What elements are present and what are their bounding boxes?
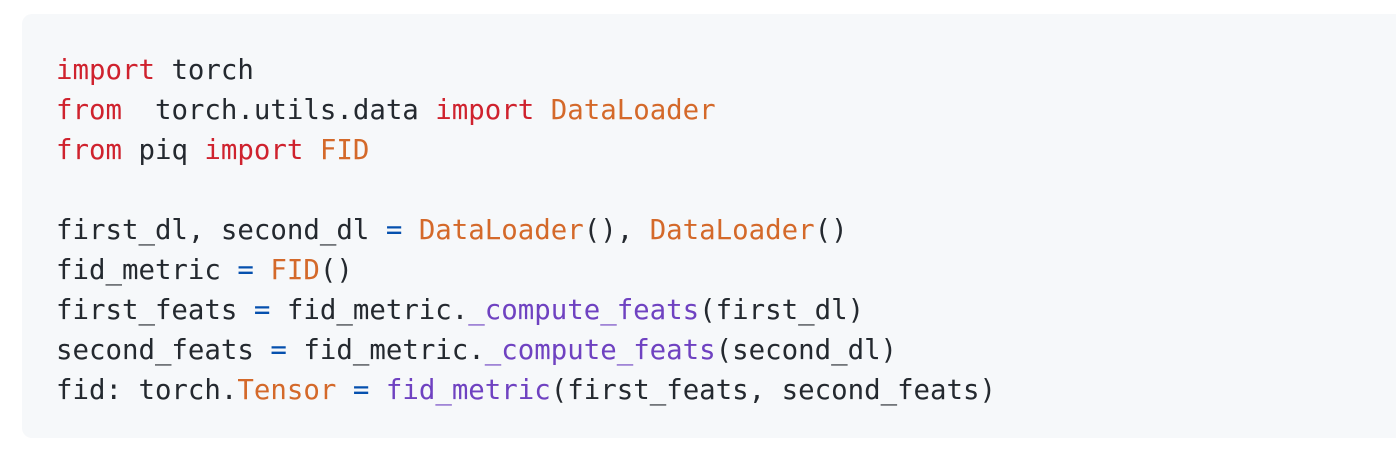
text-token: (),: [583, 215, 650, 246]
text-token: [402, 215, 419, 246]
class-token: Tensor: [237, 375, 337, 406]
function-token: fid_metric: [385, 375, 551, 406]
operator-token: =: [385, 215, 403, 246]
text-token: fid_metric.: [270, 295, 469, 326]
text-token: piq: [121, 135, 205, 166]
function-token: _compute_feats: [484, 335, 716, 366]
class-token: DataLoader: [649, 215, 815, 246]
text-token: [534, 95, 551, 126]
text-token: second_feats: [56, 335, 271, 366]
text-token: [336, 375, 353, 406]
text-token: torch.utils.data: [121, 95, 436, 126]
code-line: second_feats = fid_metric._compute_feats…: [56, 331, 996, 371]
text-token: first_feats: [56, 295, 254, 326]
text-token: (first_dl): [699, 295, 865, 326]
code-line: first_feats = fid_metric._compute_feats(…: [56, 291, 996, 331]
operator-token: =: [237, 255, 254, 286]
keyword-token: from: [56, 135, 122, 166]
code-line: [56, 171, 996, 211]
class-token: FID: [319, 135, 370, 166]
text-token: (): [319, 255, 353, 286]
text-token: [303, 135, 320, 166]
code-line: fid: torch.Tensor = fid_metric(first_fea…: [56, 371, 996, 411]
class-token: DataLoader: [550, 95, 716, 126]
keyword-token: import: [204, 135, 304, 166]
code-line: first_dl, second_dl = DataLoader(), Data…: [56, 211, 996, 251]
text-token: first_dl, second_dl: [56, 215, 386, 246]
text-token: torch: [154, 55, 254, 86]
text-token: [369, 375, 386, 406]
class-token: FID: [270, 255, 320, 286]
operator-token: =: [253, 295, 271, 326]
keyword-token: import: [435, 95, 535, 126]
class-token: DataLoader: [418, 215, 584, 246]
text-token: (second_dl): [715, 335, 898, 366]
code-line: import torch: [56, 51, 996, 91]
text-token: fid_metric.: [286, 335, 485, 366]
function-token: _compute_feats: [468, 295, 700, 326]
keyword-token: from: [56, 95, 122, 126]
text-token: fid: torch.: [56, 375, 238, 406]
code-line: from torch.utils.data import DataLoader: [56, 91, 996, 131]
text-token: (first_feats, second_feats): [550, 375, 997, 406]
text-token: (): [814, 215, 848, 246]
code-line: from piq import FID: [56, 131, 996, 171]
text-token: [254, 255, 271, 286]
operator-token: =: [270, 335, 287, 366]
operator-token: =: [352, 375, 370, 406]
text-token: fid_metric: [56, 255, 238, 286]
keyword-token: import: [56, 55, 155, 86]
code-line: fid_metric = FID(): [56, 251, 996, 291]
